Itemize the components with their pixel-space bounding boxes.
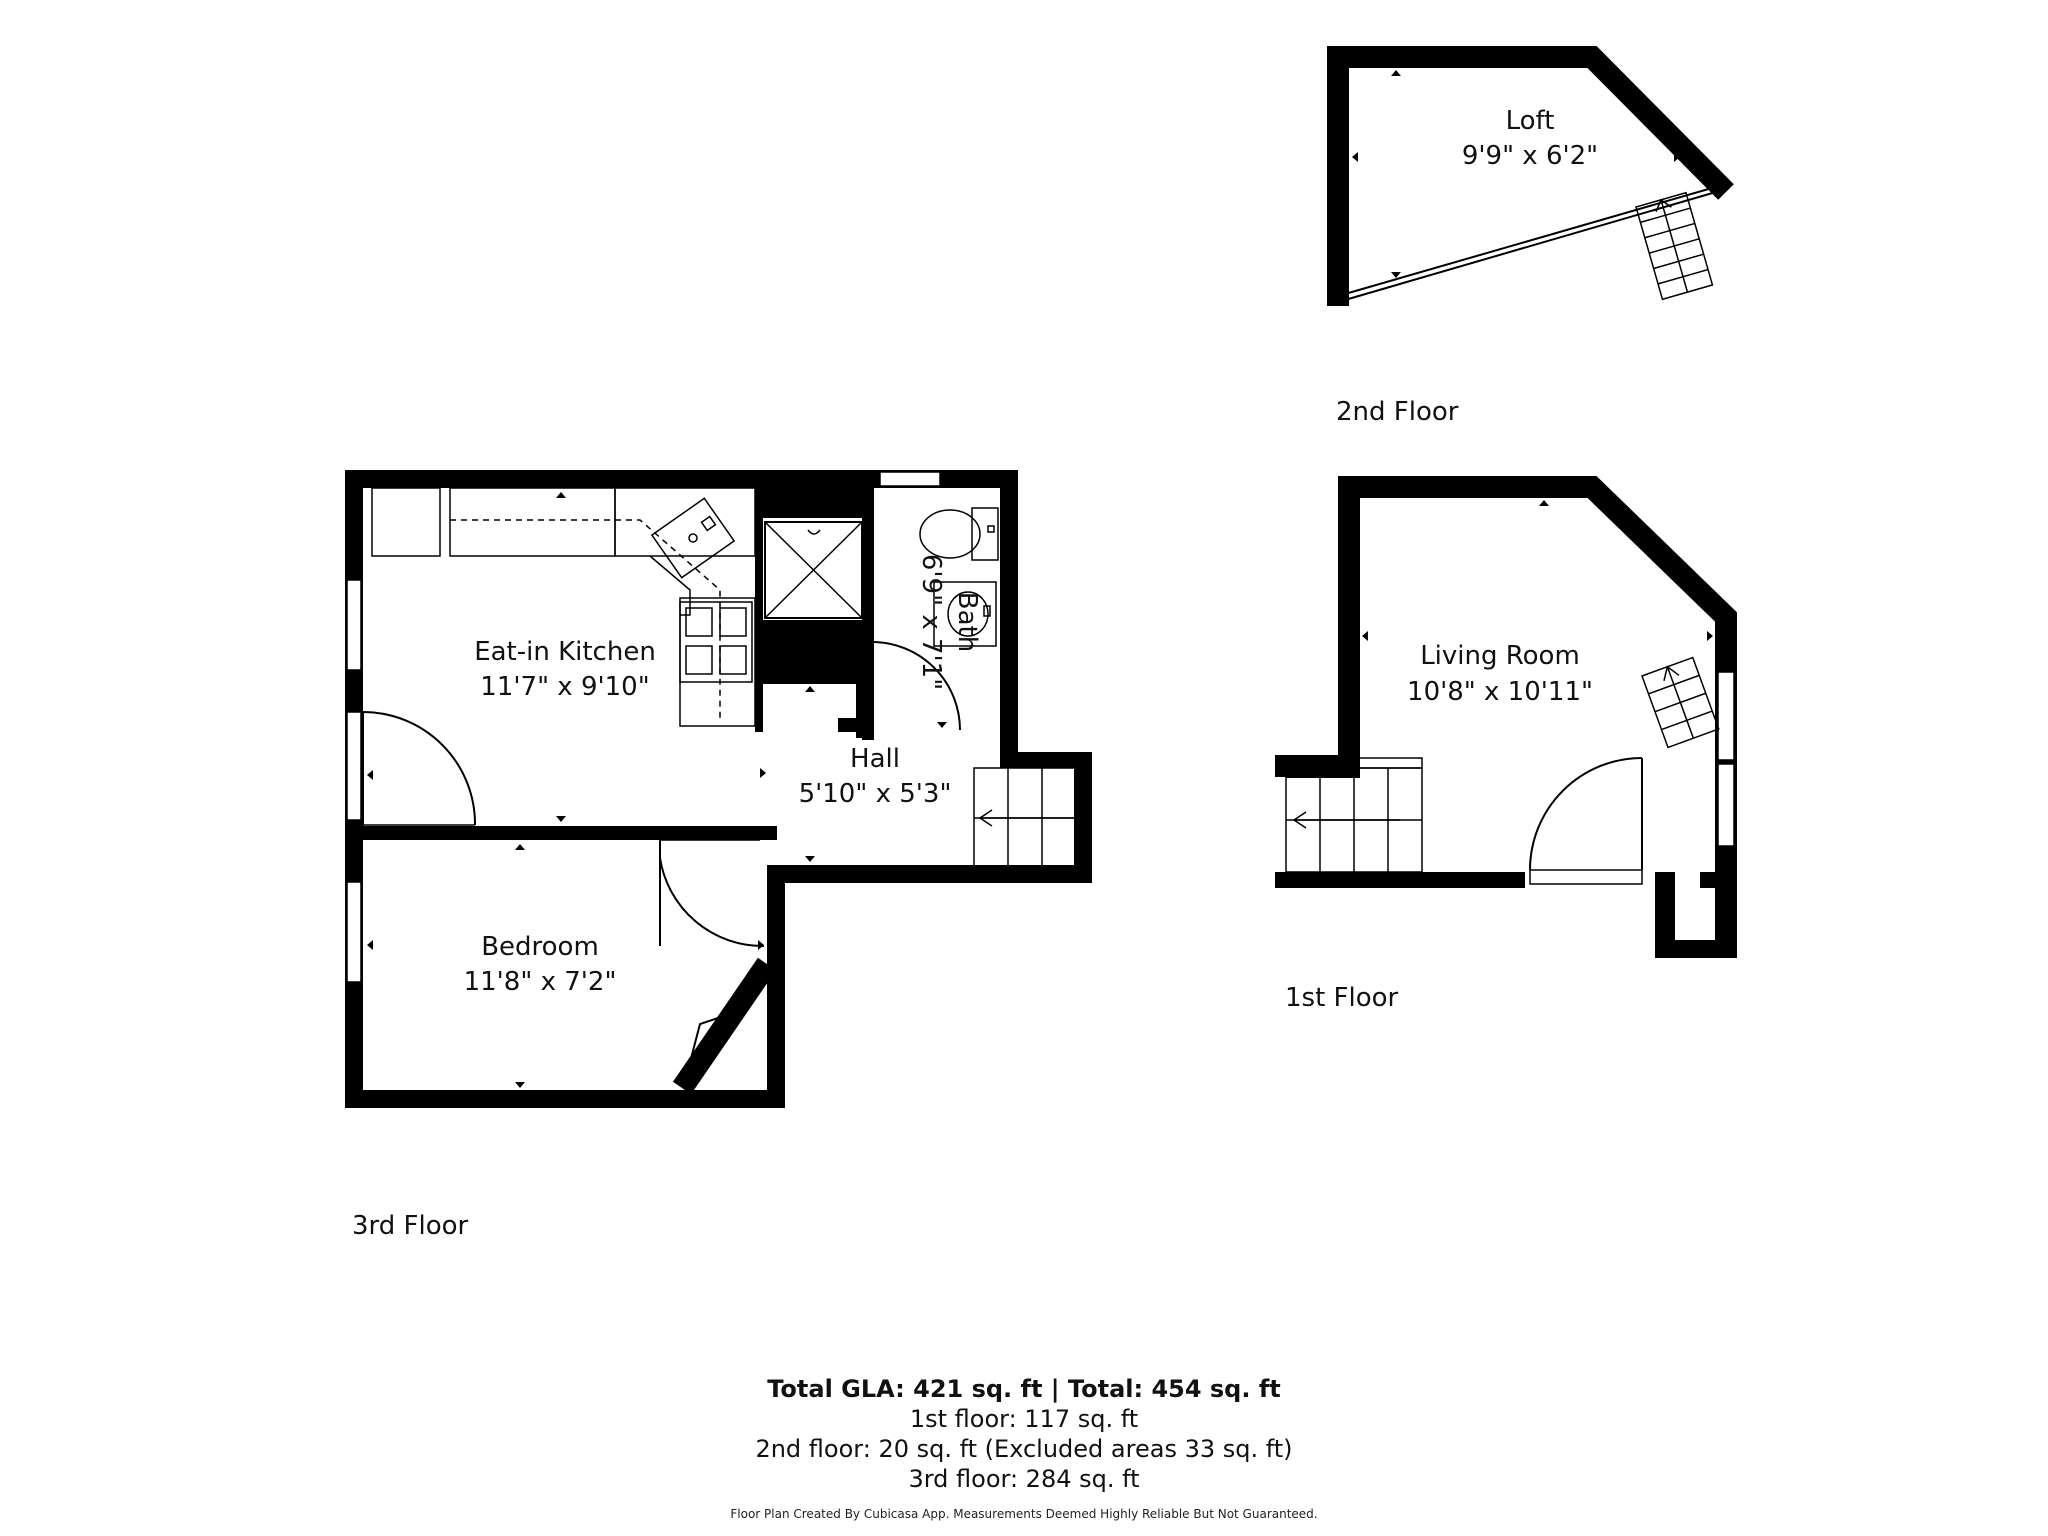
- total-area: Total GLA: 421 sq. ft | Total: 454 sq. f…: [767, 1375, 1281, 1403]
- bedroom-name: Bedroom: [481, 932, 599, 962]
- hall-dims: 5'10" x 5'3": [799, 779, 952, 809]
- kitchen-dims: 11'7" x 9'10": [480, 672, 649, 702]
- hall-name: Hall: [850, 744, 900, 774]
- living-room-dims: 10'8" x 10'11": [1407, 677, 1593, 707]
- bath-name: Bath: [952, 592, 982, 652]
- second-floor-plan: [1327, 46, 1734, 306]
- loft-name: Loft: [1506, 106, 1555, 136]
- third-floor-area: 3rd floor: 284 sq. ft: [908, 1465, 1140, 1493]
- third-floor-label: 3rd Floor: [352, 1211, 469, 1241]
- first-floor-label: 1st Floor: [1285, 983, 1399, 1013]
- disclaimer: Floor Plan Created By Cubicasa App. Meas…: [730, 1507, 1318, 1521]
- loft-dims: 9'9" x 6'2": [1462, 141, 1598, 171]
- second-floor-area: 2nd floor: 20 sq. ft (Excluded areas 33 …: [755, 1435, 1293, 1463]
- kitchen-name: Eat-in Kitchen: [474, 637, 656, 667]
- living-room-name: Living Room: [1420, 641, 1580, 671]
- second-floor-label: 2nd Floor: [1336, 397, 1459, 427]
- area-summary: Total GLA: 421 sq. ft | Total: 454 sq. f…: [0, 1374, 2048, 1494]
- first-floor-area: 1st floor: 117 sq. ft: [909, 1405, 1139, 1433]
- third-floor-plan: [345, 470, 1092, 1108]
- bath-dims: 6'9" x 7'1": [916, 554, 946, 690]
- first-floor-plan: [1275, 476, 1737, 958]
- bedroom-dims: 11'8" x 7'2": [464, 967, 617, 997]
